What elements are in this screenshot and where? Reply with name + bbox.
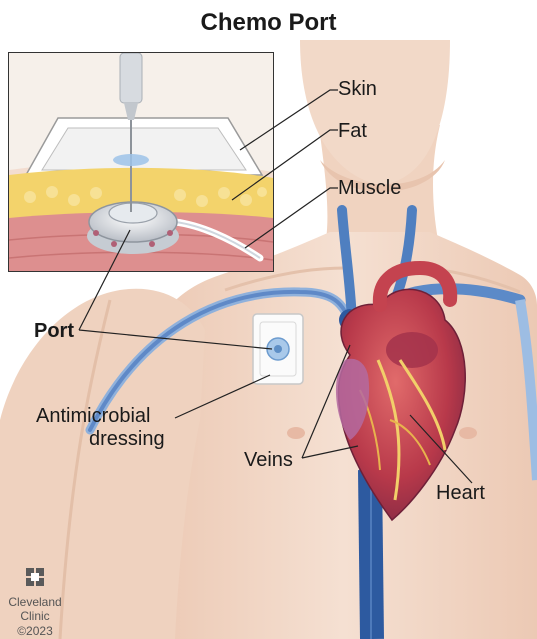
page-title: Chemo Port	[0, 11, 537, 35]
inset-cross-section	[9, 53, 273, 271]
label-skin: Skin	[338, 79, 377, 99]
logo-line2: Clinic	[5, 610, 65, 622]
logo-copyright: ©2023	[5, 625, 65, 637]
logo-line1: Cleveland	[5, 596, 65, 608]
label-dressing-line2: dressing	[89, 429, 165, 449]
chest-port-dressing	[253, 314, 303, 384]
label-heart: Heart	[436, 483, 485, 503]
label-fat: Fat	[338, 121, 367, 141]
label-muscle: Muscle	[338, 178, 401, 198]
label-dressing-line1: Antimicrobial	[36, 406, 150, 426]
label-veins: Veins	[244, 450, 293, 470]
label-port: Port	[34, 321, 74, 341]
